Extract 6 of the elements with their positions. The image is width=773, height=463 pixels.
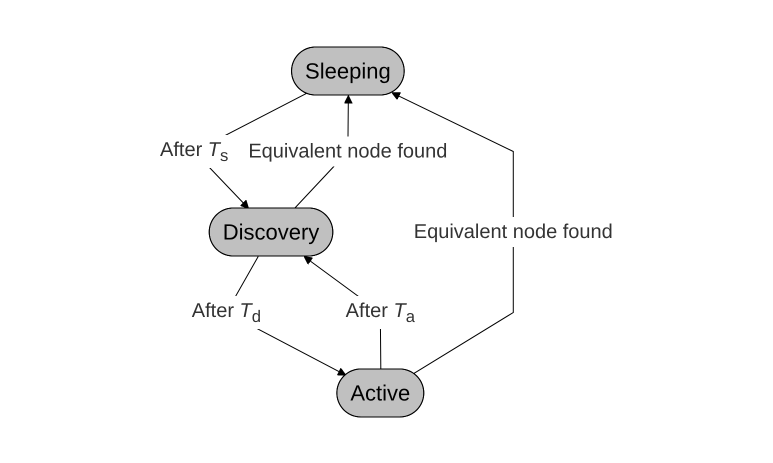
edge-label: Equivalent node found <box>248 140 448 162</box>
edge-label: Equivalent node found <box>414 220 613 242</box>
edge-label: After T$_{a}$ <box>346 299 416 326</box>
edge-label: After T$_{s}$ <box>160 138 228 164</box>
arrow <box>392 92 514 374</box>
edge-label: After T$_{d}$ <box>192 299 262 326</box>
